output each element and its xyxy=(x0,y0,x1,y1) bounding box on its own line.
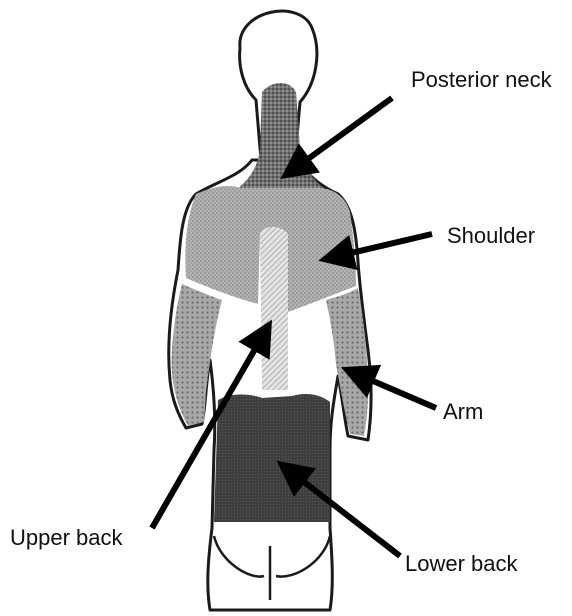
label-lower-back: Lower back xyxy=(405,553,518,575)
arrow-posterior-neck xyxy=(290,98,392,172)
lower-back-region xyxy=(214,394,330,522)
label-shoulder: Shoulder xyxy=(447,225,535,247)
label-posterior-neck: Posterior neck xyxy=(411,69,552,91)
upper-back-region xyxy=(260,227,288,390)
label-upper-back: Upper back xyxy=(10,527,123,549)
label-arm: Arm xyxy=(443,401,483,423)
